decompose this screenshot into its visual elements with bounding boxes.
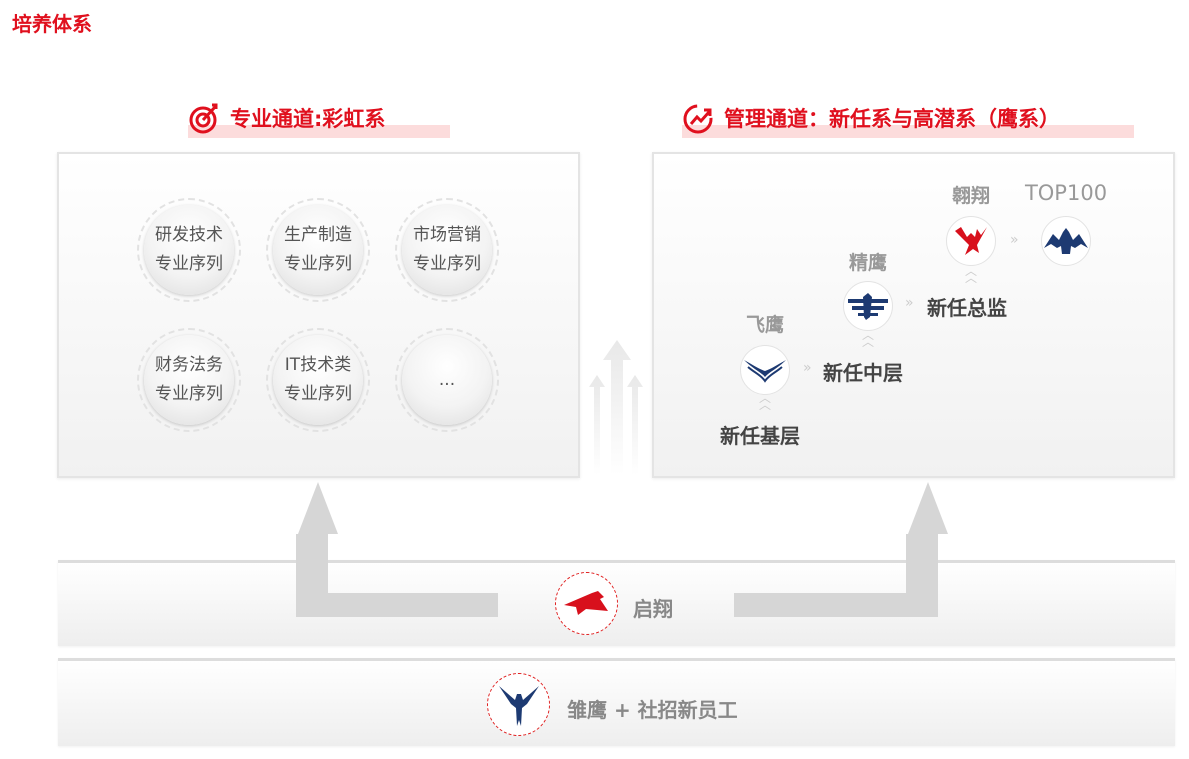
management-channel-heading: 管理通道：新任系与高潜系（鹰系） (682, 98, 1134, 138)
level-base: 新任基层 (720, 424, 800, 448)
chevron-right-icon: » (905, 295, 913, 311)
chuying-eagle-icon[interactable] (487, 673, 550, 736)
label: IT技术类 (284, 355, 352, 375)
right-up-arrow (734, 482, 948, 617)
entry-band (58, 658, 1175, 746)
label: 财务法务 (155, 355, 223, 375)
heading-text: 管理通道：新任系与高潜系（鹰系） (724, 107, 1060, 131)
growth-icon (683, 104, 713, 134)
label: 专业序列 (155, 254, 223, 274)
sequence-production[interactable]: 生产制造专业序列 (266, 198, 370, 302)
heading-text: 专业通道:彩虹系 (230, 107, 386, 131)
label: 研发技术 (155, 225, 223, 245)
chevron-up-icon: ︿︿ (861, 328, 875, 349)
left-up-arrow (296, 482, 498, 617)
feiying-eagle-icon[interactable] (740, 345, 790, 395)
sequence-rd[interactable]: 研发技术专业序列 (137, 198, 241, 302)
chevron-up-icon: ︿︿ (758, 391, 772, 412)
label: 专业序列 (284, 254, 352, 274)
aoxiang-eagle-icon[interactable] (946, 216, 996, 266)
label: 市场营销 (413, 225, 481, 245)
qixiang-eagle-icon[interactable] (555, 572, 618, 635)
sequence-it[interactable]: IT技术类专业序列 (266, 328, 370, 432)
sequence-more[interactable]: ... (395, 328, 499, 432)
feiying-label: 飞鹰 (745, 314, 785, 336)
level-director: 新任总监 (927, 296, 1007, 320)
page-title: 培养体系 (12, 12, 92, 36)
sequence-finance-legal[interactable]: 财务法务专业序列 (137, 328, 241, 432)
label: 专业序列 (413, 254, 481, 274)
management-panel (652, 152, 1175, 478)
chevron-right-icon: » (803, 360, 811, 376)
chevron-up-icon: ︿︿ (964, 264, 978, 285)
chevron-right-icon: » (1010, 232, 1018, 248)
jingying-label: 精鹰 (848, 252, 888, 274)
level-middle: 新任中层 (823, 361, 903, 385)
label: 生产制造 (284, 225, 352, 245)
label: 专业序列 (155, 384, 223, 404)
label: ... (438, 369, 456, 390)
sequence-marketing[interactable]: 市场营销专业序列 (395, 198, 499, 302)
aoxiang-label: 翱翔 (951, 185, 991, 207)
professional-channel-heading: 专业通道:彩虹系 (188, 98, 450, 138)
target-icon (189, 103, 218, 134)
qixiang-label: 启翔 (633, 597, 673, 621)
chuying-label: 雏鹰 + 社招新员工 (567, 698, 738, 722)
top100-eagle-icon[interactable] (1041, 216, 1091, 266)
label: 专业序列 (284, 384, 352, 404)
jingying-eagle-icon[interactable] (843, 281, 893, 331)
up-arrows-decoration (589, 340, 643, 475)
top100-label: TOP100 (1024, 181, 1108, 205)
